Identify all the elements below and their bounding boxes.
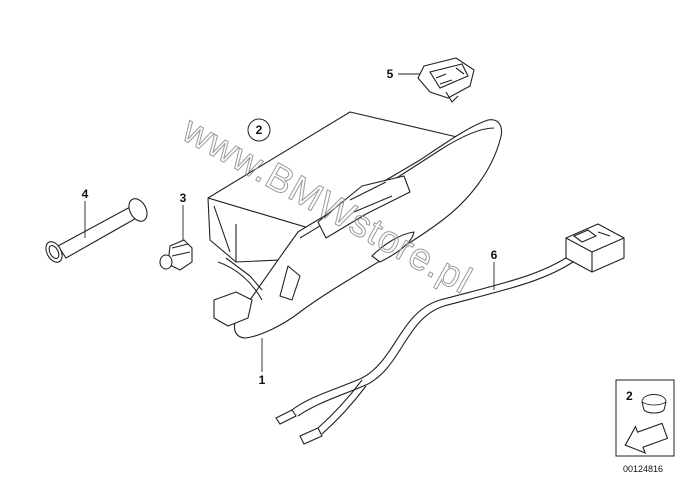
cable-part [275, 223, 625, 445]
leader-lines [84, 73, 495, 372]
arrow-icon [624, 422, 669, 454]
callout-4: 4 [82, 187, 89, 201]
callout-3: 3 [180, 191, 187, 205]
reference-code: 00124816 [623, 464, 663, 474]
glovebox-part [207, 111, 503, 339]
callout-2: 2 [256, 123, 263, 137]
legend-item-number: 2 [626, 389, 633, 403]
legend-box: 2 [615, 379, 675, 457]
callout-5: 5 [387, 67, 394, 81]
marker-circle [247, 118, 271, 142]
cap-icon [641, 394, 667, 414]
callout-6: 6 [491, 248, 498, 262]
callout-1: 1 [259, 373, 266, 387]
tube-part [45, 198, 148, 263]
lamp-part [417, 57, 475, 103]
switch-part [159, 239, 193, 271]
